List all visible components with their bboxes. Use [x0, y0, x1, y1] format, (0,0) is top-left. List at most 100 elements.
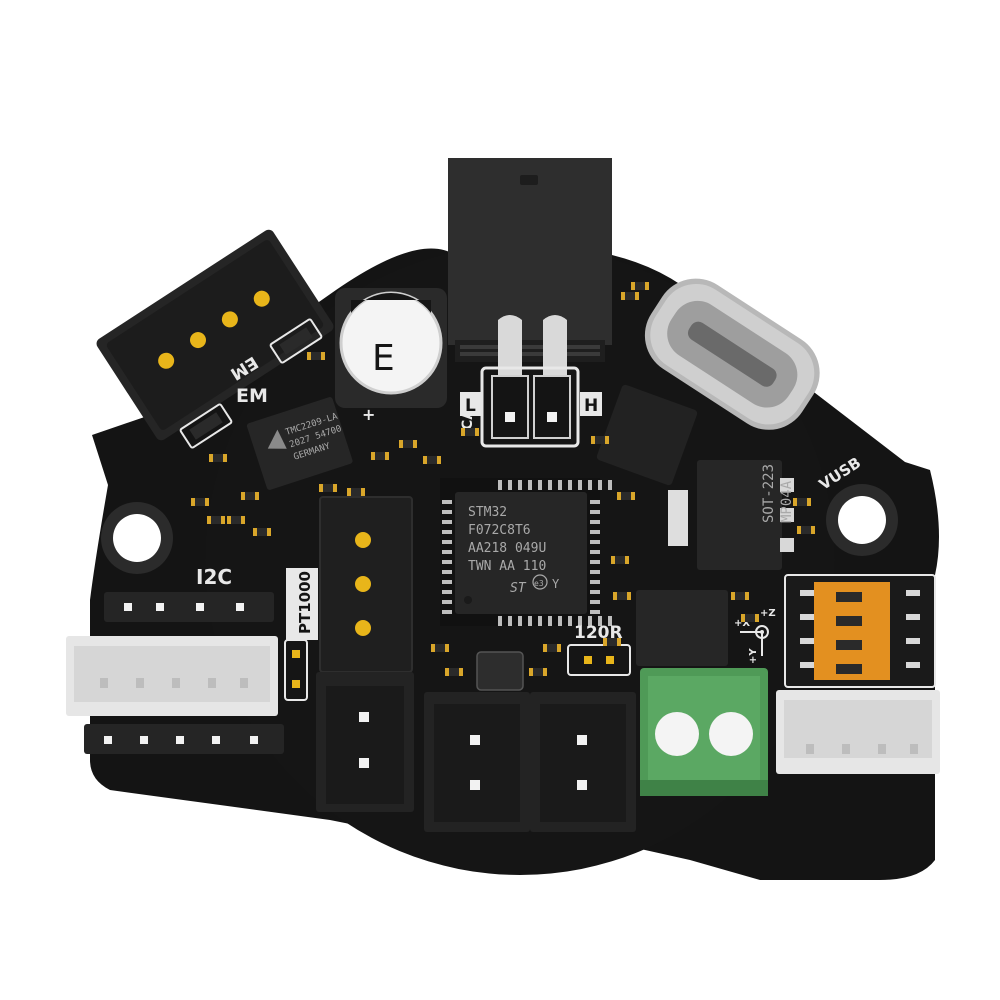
mcu-pin — [498, 616, 502, 626]
smd-component — [591, 436, 609, 444]
smd-component — [423, 456, 441, 464]
mcu-pin — [442, 540, 452, 544]
mcu-pin — [442, 530, 452, 534]
smd-component — [603, 638, 621, 646]
resistor-group-em — [179, 318, 323, 449]
mcu-pin — [590, 600, 600, 604]
mcu-line4: TWN AA 110 — [468, 559, 546, 574]
regulator-line2: MP04A — [779, 480, 795, 523]
mcu-pin — [590, 530, 600, 534]
mcu-pin — [442, 590, 452, 594]
mcu-pin — [558, 480, 562, 490]
cap-plus-label: + — [362, 405, 375, 424]
mcu-pin — [548, 616, 552, 626]
smd-component — [191, 498, 209, 506]
mcu-pin — [590, 560, 600, 564]
mcu-pin — [590, 500, 600, 504]
can-l-label: L — [465, 396, 476, 416]
mcu-e3-circle — [532, 574, 548, 590]
mcu-suffix: Y — [552, 577, 560, 591]
120r-jumper — [567, 644, 631, 676]
mcu-pin — [588, 616, 592, 626]
smd-passives — [191, 282, 815, 676]
smd-component — [371, 452, 389, 460]
xt30-power-connector — [448, 158, 612, 390]
mcu-pin — [558, 616, 562, 626]
mcu-pin — [498, 480, 502, 490]
mcu-pin — [442, 500, 452, 504]
mcu-pin — [568, 616, 572, 626]
axis-z-label: +Z — [760, 608, 776, 619]
crystal — [476, 651, 524, 691]
mcu-pin — [442, 550, 452, 554]
axis-y-label: +Y — [748, 648, 759, 664]
mcu-pin — [590, 610, 600, 614]
mcu-pin — [528, 616, 532, 626]
mcu-pin — [578, 616, 582, 626]
mcu-pin — [590, 550, 600, 554]
green-screw-terminal — [640, 668, 768, 796]
capacitor-mark: E — [372, 338, 395, 379]
dip-switch — [784, 574, 936, 688]
mcu-pin — [442, 600, 452, 604]
mcu-pin — [590, 580, 600, 584]
fan-header-1 — [316, 672, 414, 812]
mcu-line1: STM32 — [468, 505, 507, 520]
smd-component — [529, 668, 547, 676]
smd-component — [731, 592, 749, 600]
mcu-line2: F072C8T6 — [468, 523, 531, 538]
mcu-pin — [608, 480, 612, 490]
mcu-pin — [442, 610, 452, 614]
mcu-pin — [578, 480, 582, 490]
smd-component — [241, 492, 259, 500]
can-header — [480, 366, 580, 448]
mcu-pin — [518, 480, 522, 490]
em-label-bottom: EM — [236, 385, 268, 407]
mcu-pin — [608, 616, 612, 626]
fan-header-2 — [424, 692, 530, 832]
mcu-pin — [568, 480, 572, 490]
mcu-line3: AA218 049U — [468, 541, 546, 556]
smd-component — [611, 556, 629, 564]
mcu-chip: STM32 F072C8T6 AA218 049U TWN AA 110 ST … — [440, 478, 612, 626]
mcu-pin — [508, 480, 512, 490]
pt1000-label-box: PT1000 — [286, 568, 318, 640]
mcu-pin — [598, 616, 602, 626]
mounting-hole-left — [101, 502, 173, 574]
smd-component — [319, 484, 337, 492]
smd-component — [207, 516, 225, 524]
smd-component — [797, 526, 815, 534]
lower-pin-header — [84, 724, 284, 754]
driver-chip: TMC2209-LA 2027 54700 GERMANY — [246, 397, 353, 490]
electrolytic-capacitor: E — [335, 288, 447, 408]
fan-header-3 — [530, 692, 636, 832]
mcu-pin — [442, 520, 452, 524]
i2c-label: I2C — [196, 565, 232, 589]
smd-component — [253, 528, 271, 536]
can-l-label-box: L — [460, 392, 482, 416]
smd-component — [209, 454, 227, 462]
smd-component — [445, 668, 463, 676]
smd-component — [227, 516, 245, 524]
smd-component — [431, 644, 449, 652]
mcu-pin — [442, 570, 452, 574]
smd-component — [613, 592, 631, 600]
mcu-pin — [518, 616, 522, 626]
mcu-pin — [538, 480, 542, 490]
smd-component — [621, 292, 639, 300]
mcu-pin — [538, 616, 542, 626]
can-h-label: H — [584, 396, 598, 416]
can-h-label-box: H — [580, 392, 602, 416]
smd-component — [307, 352, 325, 360]
mosfet — [596, 384, 698, 486]
mcu-pin — [590, 590, 600, 594]
em-connector — [96, 229, 334, 441]
mcu-pin — [588, 480, 592, 490]
mcu-pin — [590, 570, 600, 574]
fan-header-top — [319, 496, 413, 673]
regulator-line1: SOT-223 — [761, 464, 777, 523]
smd-component — [631, 282, 649, 290]
pt1000-label: PT1000 — [296, 571, 314, 634]
axis-indicator — [740, 625, 769, 656]
